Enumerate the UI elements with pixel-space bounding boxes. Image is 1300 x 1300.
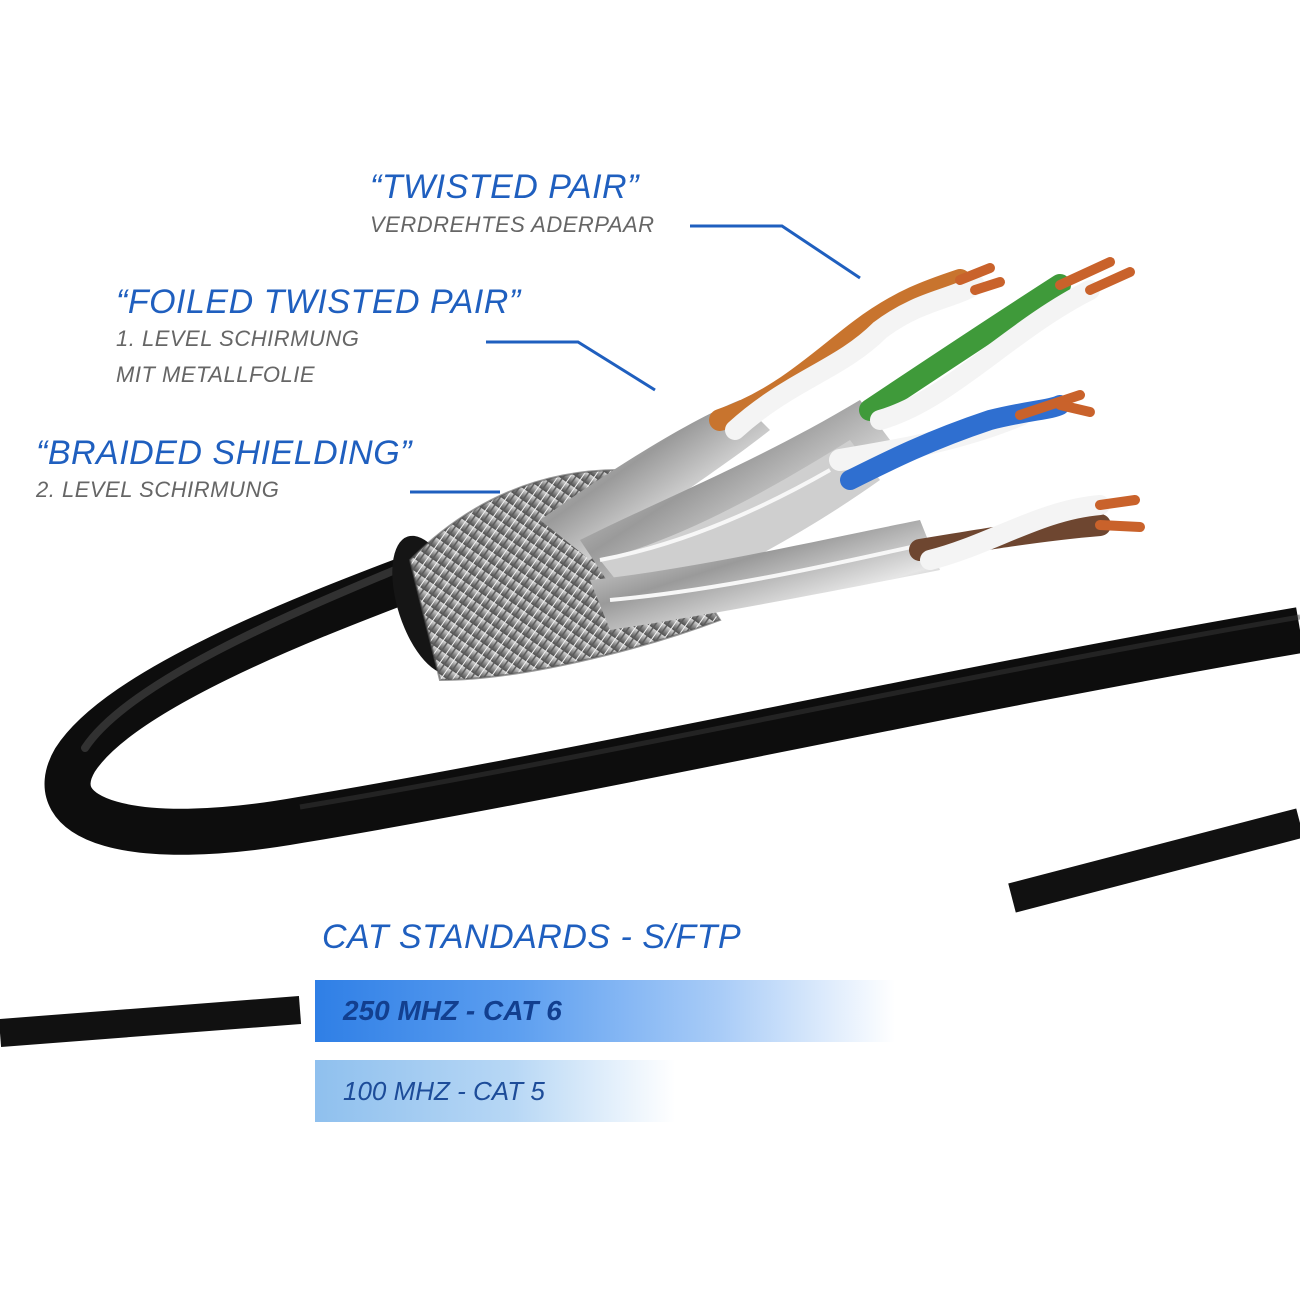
twisted-pair-subtitle: VERDREHTES ADERPAAR bbox=[370, 212, 655, 237]
wire-pair-orange bbox=[709, 263, 1005, 440]
wire-pair-blue bbox=[829, 390, 1095, 490]
cable-segment-right bbox=[1008, 808, 1300, 913]
twisted-pair-title: “TWISTED PAIR” bbox=[370, 168, 639, 206]
cable-segment-left bbox=[0, 996, 302, 1047]
standard-bar-cat6: 250 MHZ - CAT 6 bbox=[315, 980, 895, 1042]
braided-shielding-subtitle: 2. LEVEL SCHIRMUNG bbox=[36, 477, 280, 502]
standards-heading: CAT STANDARDS - S/FTP bbox=[322, 918, 742, 956]
leader-line-foiled-twisted-pair bbox=[486, 340, 656, 392]
standard-label-cat6: 250 MHZ - CAT 6 bbox=[343, 995, 562, 1026]
standard-label-cat5: 100 MHZ - CAT 5 bbox=[343, 1075, 545, 1106]
foiled-twisted-pair-subtitle-2: MIT METALLFOLIE bbox=[116, 362, 316, 387]
foil-shields bbox=[540, 400, 940, 630]
wire-pair-brown bbox=[909, 495, 1145, 570]
outer-jacket bbox=[44, 558, 1300, 855]
foiled-twisted-pair-subtitle-1: 1. LEVEL SCHIRMUNG bbox=[116, 326, 360, 351]
wire-pair-green bbox=[859, 257, 1135, 430]
leader-line-twisted-pair bbox=[690, 224, 861, 280]
standard-bar-cat5: 100 MHZ - CAT 5 bbox=[315, 1060, 675, 1122]
braided-shielding-title: “BRAIDED SHIELDING” bbox=[36, 434, 412, 472]
foiled-twisted-pair-title: “FOILED TWISTED PAIR” bbox=[116, 283, 521, 321]
